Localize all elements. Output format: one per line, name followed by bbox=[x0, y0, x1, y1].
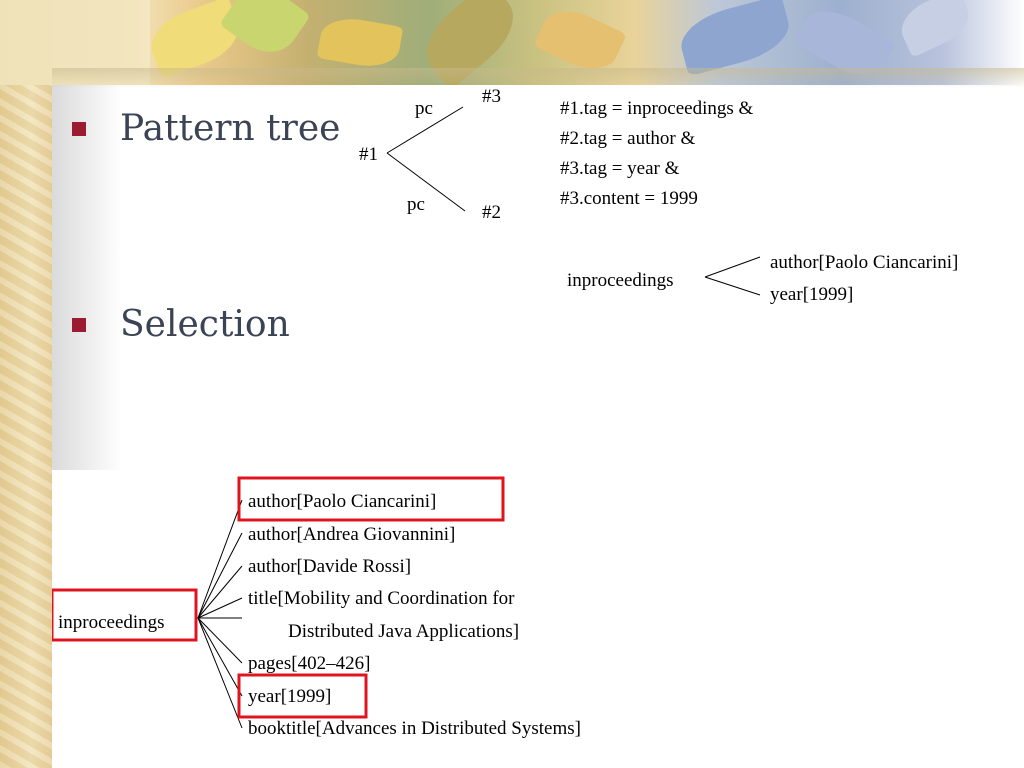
pattern-root-node: #1 bbox=[359, 144, 378, 165]
pattern-node-top: #3 bbox=[482, 86, 501, 107]
highlight-box-root bbox=[52, 588, 198, 642]
tree-child-node: author[Paolo Ciancarini] bbox=[248, 491, 436, 512]
bullet-text: Pattern tree bbox=[120, 108, 341, 149]
highlight-box-author bbox=[237, 476, 505, 522]
tree-child-node: title[Mobility and Coordination for bbox=[248, 588, 515, 609]
edge-line bbox=[704, 276, 761, 296]
condition-line: #2.tag = author & bbox=[560, 128, 695, 149]
left-shadow bbox=[52, 85, 122, 485]
bullet-pattern-tree: Pattern tree bbox=[72, 108, 340, 149]
edge-line bbox=[197, 617, 243, 664]
bullet-square-icon bbox=[72, 317, 86, 332]
banner-shadow bbox=[52, 68, 1024, 88]
highlight-box-year bbox=[237, 673, 368, 719]
edge-line bbox=[197, 532, 243, 619]
tree-child-node: pages[402–426] bbox=[248, 653, 370, 674]
edge-line bbox=[386, 152, 466, 212]
pattern-tree-diagram: #1 pc pc #3 #2 #1.tag = inproceedings & … bbox=[355, 85, 805, 230]
edge-line bbox=[197, 597, 243, 619]
selection-root-node: inproceedings bbox=[567, 270, 674, 291]
pattern-node-bottom: #2 bbox=[482, 202, 501, 223]
tree-child-node: author[Andrea Giovannini] bbox=[248, 524, 455, 545]
selection-child-node: year[1999] bbox=[770, 284, 853, 305]
condition-line: #3.content = 1999 bbox=[560, 188, 698, 209]
tree-child-node: Distributed Java Applications] bbox=[288, 621, 519, 642]
tree-child-node: author[Davide Rossi] bbox=[248, 556, 411, 577]
edge-label-top: pc bbox=[415, 98, 433, 119]
edge-line bbox=[386, 106, 464, 154]
left-decorative-strip bbox=[0, 0, 52, 768]
edge-line bbox=[197, 499, 243, 619]
selection-result-diagram: inproceedings author[Paolo Ciancarini] y… bbox=[560, 240, 1005, 310]
tree-root-node: inproceedings bbox=[58, 612, 165, 633]
edge-label-bottom: pc bbox=[407, 194, 425, 215]
edge-line bbox=[197, 565, 243, 619]
tree-child-node: year[1999] bbox=[248, 686, 331, 707]
edge-line bbox=[197, 617, 243, 697]
bullet-square-icon bbox=[72, 121, 86, 136]
selection-child-node: author[Paolo Ciancarini] bbox=[770, 252, 958, 273]
condition-line: #1.tag = inproceedings & bbox=[560, 98, 754, 119]
edge-line bbox=[704, 256, 761, 278]
condition-line: #3.tag = year & bbox=[560, 158, 680, 179]
document-tree-diagram: inproceedings author[Paolo Ciancarini] a… bbox=[52, 470, 712, 752]
bullet-text: Selection bbox=[120, 304, 290, 345]
tree-child-node: booktitle[Advances in Distributed System… bbox=[248, 718, 581, 739]
edge-line bbox=[197, 617, 243, 729]
bullet-selection: Selection bbox=[72, 304, 290, 345]
